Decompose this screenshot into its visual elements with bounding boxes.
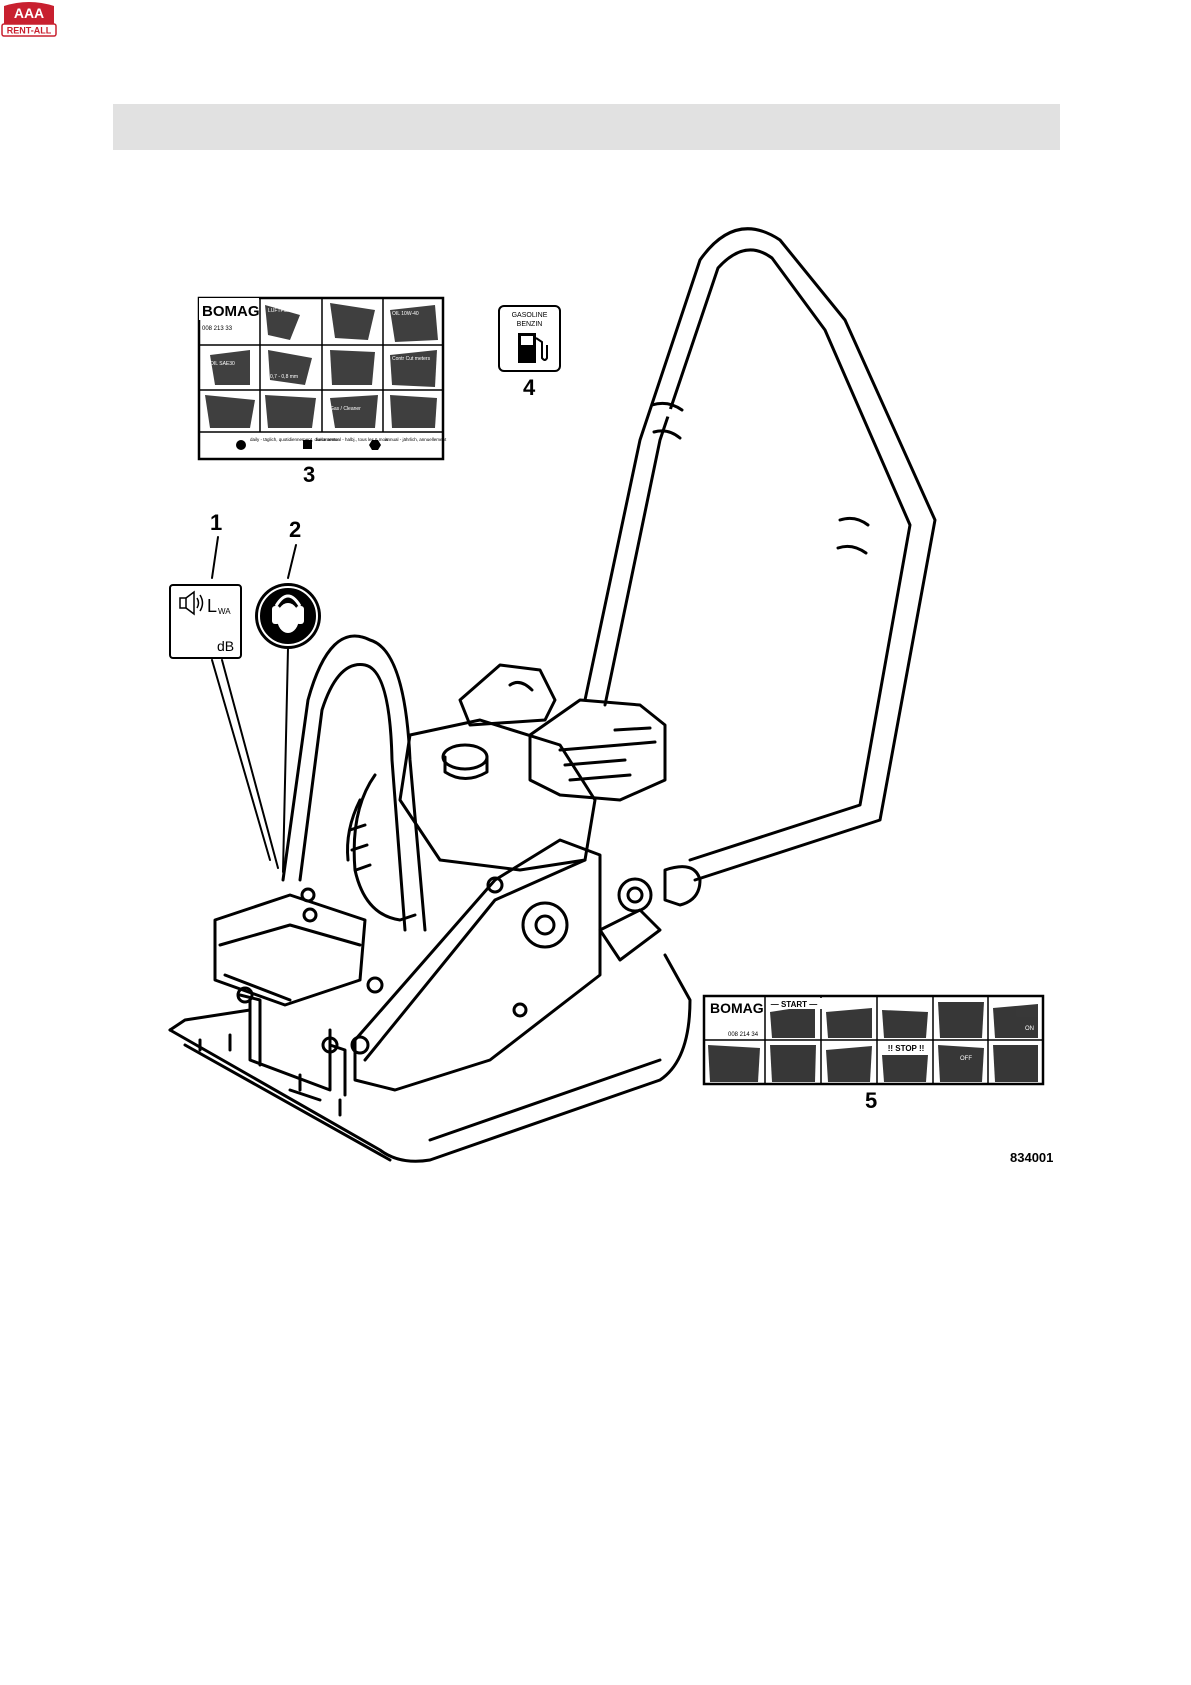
operating-stop-label: !! STOP !!: [888, 1044, 925, 1053]
legend-annual-marker: [369, 440, 381, 450]
maintenance-cell-air: LUFTFILT: [268, 308, 290, 314]
callout-4: 4: [523, 375, 536, 400]
logo-text-aaa: AAA: [14, 5, 44, 21]
maintenance-cell-oil-10w: OIL 10W-40: [392, 311, 419, 317]
operating-brand: BOMAG: [710, 1000, 764, 1016]
callout-3: 3: [303, 462, 316, 487]
aaa-rent-all-logo: AAA RENT-ALL: [1, 2, 57, 37]
logo-text-rent-all: RENT-ALL: [7, 26, 52, 36]
fuel-label-benzin: BENZIN: [517, 321, 543, 328]
operating-start-label: — START —: [771, 1000, 818, 1009]
operating-on-label: ON: [1025, 1026, 1034, 1032]
fuel-label-gasoline: GASOLINE: [512, 312, 548, 319]
maintenance-cell-gas: Gas / Cleaner: [330, 406, 361, 412]
noise-level-decal: L WA dB: [169, 584, 242, 659]
maintenance-cell-gap: 0,7 - 0,8 mm: [270, 374, 298, 380]
base-plate: [168, 953, 692, 1163]
roll-bar: [281, 634, 427, 932]
callout-5: 5: [865, 1088, 878, 1113]
front-housing: [213, 887, 367, 1092]
maintenance-cell-contr: Contr Cut meters: [392, 356, 431, 362]
speaker-icon: [179, 590, 204, 616]
noise-symbol: L: [207, 596, 217, 616]
maintenance-part-number: 008 213 33: [202, 326, 233, 332]
callout-1: 1: [210, 510, 223, 535]
belt-guard: [350, 838, 602, 1092]
legend-halfyear-text: twice annual - halbj., tous les 6 mois: [316, 437, 389, 442]
operating-part-number: 008 214 34: [728, 1032, 759, 1038]
legend-annual-text: annual - jährlich, annuellement: [385, 437, 447, 442]
guide-handle: [583, 227, 937, 882]
fuel-pump-icon: [518, 333, 548, 363]
legend-daily-text: daily - täglich, quotidiennement, diaria…: [250, 437, 339, 442]
maintenance-decal: BOMAG 008 213 33 LUFTFILT OIL SAE30: [197, 296, 447, 461]
maintenance-brand: BOMAG: [202, 303, 260, 320]
leader-lines: [211, 536, 297, 873]
maintenance-cell-oil-sae: OIL SAE30: [210, 361, 235, 367]
ear-protection-icon: [272, 594, 304, 633]
fuel-decal: GASOLINE BENZIN: [498, 305, 561, 372]
callout-2: 2: [289, 517, 302, 542]
legend-halfyear-marker: [303, 440, 312, 449]
operating-off-label: OFF: [960, 1056, 972, 1062]
header-band: [113, 104, 1060, 150]
noise-unit: dB: [217, 638, 234, 654]
handle-pivot: [598, 865, 702, 962]
legend-daily-marker: [236, 440, 246, 450]
noise-subscript: WA: [218, 607, 231, 616]
hearing-protection-decal: [255, 583, 321, 649]
figure-number: 834001: [1010, 1150, 1054, 1165]
operating-decal: BOMAG 008 214 34 — START — !! STOP !!: [702, 994, 1045, 1086]
